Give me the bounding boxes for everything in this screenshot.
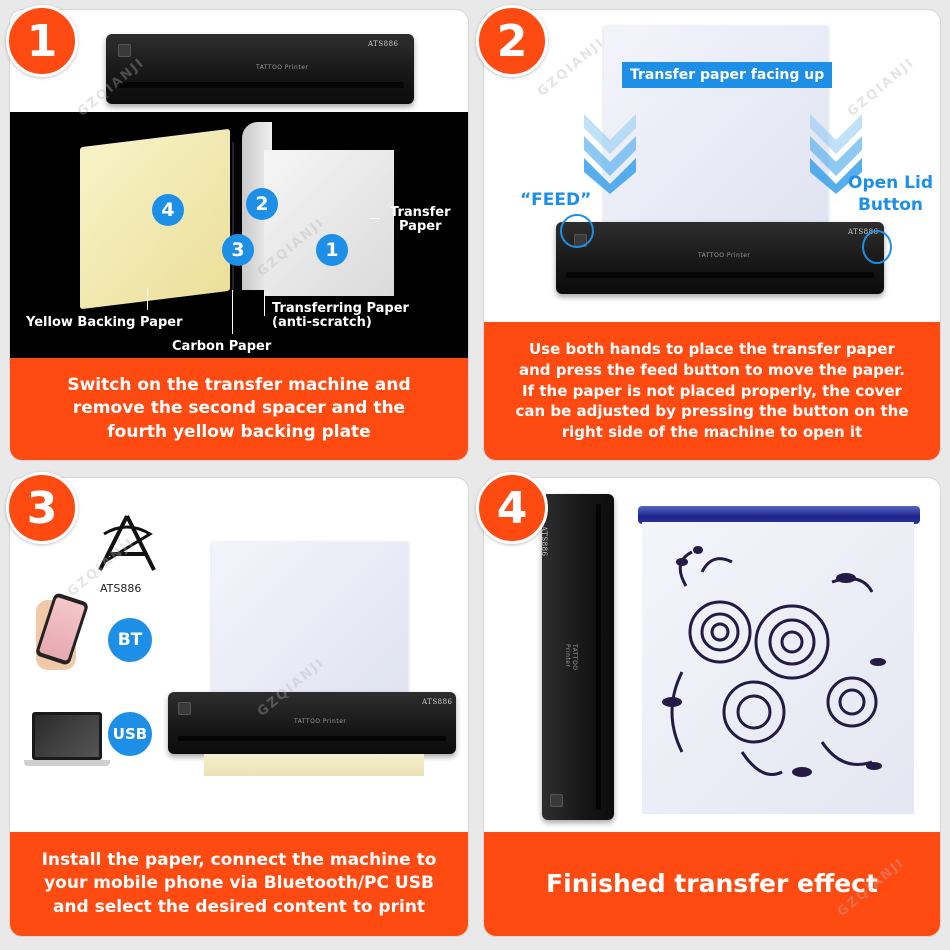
step-1-caption: Switch on the transfer machine and remov… bbox=[10, 358, 468, 460]
logo-text: ATS886 bbox=[100, 582, 142, 595]
laptop-icon bbox=[24, 712, 110, 768]
facing-up-tag: Transfer paper facing up bbox=[622, 62, 833, 88]
step-3-caption: Install the paper, connect the machine t… bbox=[10, 832, 468, 936]
step-3-badge: 3 bbox=[6, 472, 78, 544]
carbon-roll bbox=[638, 506, 920, 524]
yellow-backing-label: Yellow Backing Paper bbox=[26, 315, 183, 330]
yellow-leader bbox=[147, 288, 148, 310]
right-down-arrows-icon bbox=[810, 114, 862, 194]
feed-highlight-circle bbox=[560, 214, 594, 248]
phone-icon bbox=[30, 590, 100, 670]
step-2-caption: Use both hands to place the transfer pap… bbox=[484, 322, 940, 460]
usb-badge: USB bbox=[108, 712, 152, 756]
paper-slot bbox=[178, 736, 446, 741]
bt-text: BT bbox=[117, 630, 143, 650]
step-4-badge: 4 bbox=[476, 472, 548, 544]
facing-up-text: Transfer paper facing up bbox=[630, 67, 825, 83]
printer-model: TATTOO Printer bbox=[698, 252, 751, 259]
step-2-panel: Transfer paper facing up ATS886 TATTOO P… bbox=[484, 10, 940, 460]
paper-slot bbox=[116, 82, 404, 88]
step-1-badge: 1 bbox=[6, 5, 78, 77]
carbon-leader bbox=[232, 290, 233, 334]
layer-number-3: 3 bbox=[222, 234, 254, 266]
paper-slot bbox=[566, 272, 874, 278]
feed-label: “FEED” bbox=[520, 190, 592, 210]
printer-brand: ATS886 bbox=[540, 526, 548, 557]
finished-transfer-sheet bbox=[642, 522, 914, 814]
power-button bbox=[118, 44, 131, 57]
transfer-paper bbox=[264, 150, 394, 296]
transfer-paper-label: Transfer Paper bbox=[390, 205, 451, 234]
lid-highlight-circle bbox=[862, 230, 892, 264]
layer-number-1: 1 bbox=[316, 234, 348, 266]
paper-layers-photo: 4 2 3 1 Transfer Paper Yellow Backing Pa… bbox=[10, 112, 468, 358]
paper-slot bbox=[596, 504, 601, 810]
step-2-badge: 2 bbox=[476, 5, 548, 77]
tattoo-printer: ATS886 TATTOO Printer bbox=[556, 222, 884, 294]
left-down-arrows-icon bbox=[584, 114, 636, 194]
open-lid-label: Open Lid Button bbox=[848, 173, 933, 216]
power-button bbox=[178, 702, 191, 715]
printer-model: TATTOO Printer bbox=[564, 644, 578, 671]
step-1-panel: ATS886 TATTOO Printer 4 2 3 1 Transfer P… bbox=[10, 10, 468, 460]
tattoo-printer: ATS886 TATTOO Printer bbox=[540, 494, 614, 820]
carbon-paper-label: Carbon Paper bbox=[172, 339, 272, 354]
rose-design-icon bbox=[662, 546, 886, 777]
tattoo-printer: ATS886 TATTOO Printer bbox=[106, 34, 414, 104]
power-button bbox=[550, 794, 563, 807]
step-3-panel: ATS886 BT USB ATS886 TATTOO Printer Inst… bbox=[10, 478, 468, 936]
bluetooth-badge: BT bbox=[108, 618, 152, 662]
usb-text: USB bbox=[112, 725, 148, 743]
printer-model: TATTOO Printer bbox=[256, 64, 309, 71]
transfer-paper-leader bbox=[370, 218, 380, 219]
ats-logo-icon bbox=[98, 515, 156, 571]
layer-number-4: 4 bbox=[152, 194, 184, 226]
printer-brand: ATS886 bbox=[848, 228, 879, 236]
tattoo-printer: ATS886 TATTOO Printer bbox=[168, 692, 456, 754]
transferring-paper-label: Transferring Paper (anti-scratch) bbox=[272, 301, 409, 330]
backing-paper-out bbox=[204, 754, 424, 776]
printer-brand: ATS886 bbox=[368, 40, 399, 48]
transferring-leader bbox=[264, 292, 265, 316]
printer-model: TATTOO Printer bbox=[294, 718, 347, 725]
printer-brand: ATS886 bbox=[422, 698, 453, 706]
step-4-caption: Finished transfer effect bbox=[484, 832, 940, 936]
step-4-panel: ATS886 TATTOO Printer Finished transfer … bbox=[484, 478, 940, 936]
transfer-paper bbox=[212, 542, 408, 712]
layer-number-2: 2 bbox=[246, 188, 278, 220]
